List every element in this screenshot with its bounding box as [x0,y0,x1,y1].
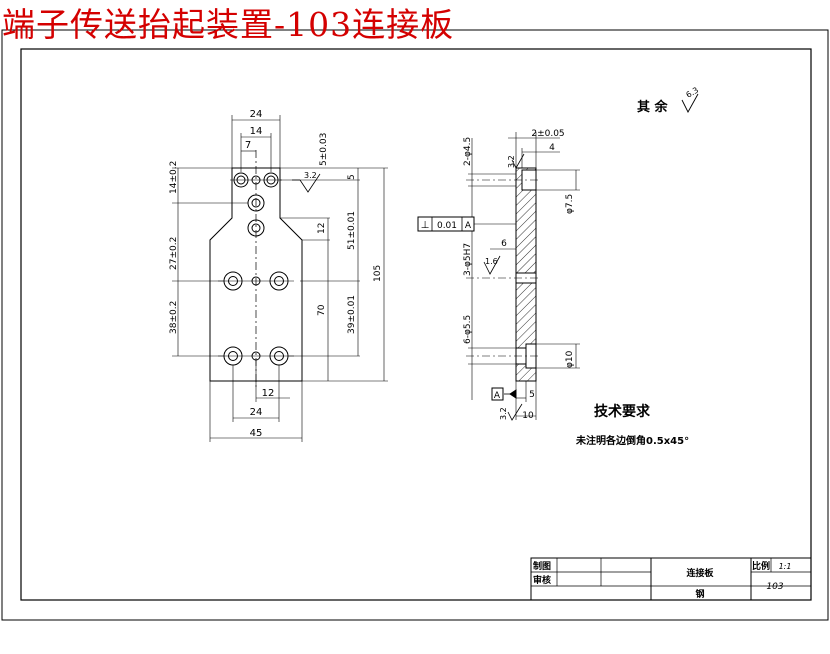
dim-bottom-12: 12 [262,388,275,399]
dim-bottom-24: 24 [250,407,263,418]
outer-border [1,29,829,621]
dim-14: 14 [250,126,263,137]
roughness-symbol [681,93,699,113]
title-block [530,557,812,601]
tb-scale: 1:1 [779,562,792,571]
tb-drawing-no: 103 [766,582,783,592]
datum-a-box [491,387,504,401]
dim-6-phi55: 6-φ5.5 [463,315,473,344]
dim-38-02: 38±0.2 [169,301,179,334]
dim-phi10: φ10 [565,350,575,368]
dim-3-phi5h7: 3-φ5H7 [463,243,473,276]
dim-7: 7 [245,140,251,151]
dim-4: 4 [549,143,555,153]
dim-5-side: 5 [529,390,535,400]
tol-datum: A [465,221,472,231]
dim-phi75: φ7.5 [565,194,575,214]
hole [251,223,261,233]
side-view [417,132,580,421]
dim-12: 12 [317,223,327,234]
dim-2-phi45: 2-φ4.5 [463,137,473,166]
dim-5-003: 5±0.03 [319,133,329,166]
datum-a: A [494,391,501,401]
dim-10-side: 10 [522,411,534,421]
dim-27-02: 27±0.2 [169,237,179,270]
tb-scale-label: 比例 [752,560,770,572]
roughness-16: 1.6 [485,257,498,266]
tb-drawn: 制图 [533,560,551,572]
dim-105: 105 [373,265,383,282]
hole [251,198,261,208]
inner-border [20,48,812,601]
tb-part-name: 连接板 [686,567,714,579]
tb-checked: 审核 [533,574,551,586]
front-view [172,115,388,442]
tech-req-line1: 未注明各边倒角0.5x45° [575,434,689,447]
roughness-rest-label: 其 余 [637,99,669,115]
roughness-bottom: 3.2 [499,407,508,420]
dim-14-02: 14±0.2 [169,161,179,194]
dim-bottom-45: 45 [250,428,263,439]
dim-2-005: 2±0.05 [531,129,564,139]
dim-39: 39±0.01 [347,295,357,334]
tol-value: 0.01 [437,221,457,231]
hole [247,219,265,237]
dim-6: 6 [501,239,507,249]
dim-51: 51±0.01 [347,211,357,250]
tech-req-title: 技术要求 [594,403,651,420]
roughness-rest-value: 6.3 [685,86,701,100]
page-title: 端子传送抬起装置-103连接板 [2,5,455,44]
dim-70: 70 [317,304,327,316]
dim-3-2: 3.2 [507,155,516,168]
dim-top-24: 24 [250,109,263,120]
roughness-front: 3.2 [304,171,317,180]
tol-symbol: ⊥ [421,220,430,231]
tb-material: 钢 [695,588,704,600]
dim-5: 5 [347,174,357,180]
